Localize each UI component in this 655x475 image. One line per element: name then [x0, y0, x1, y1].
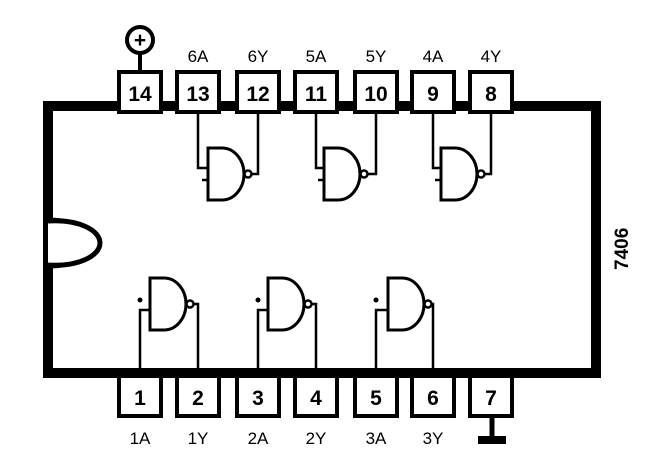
- bottom-pin-2: 2 1Y: [175, 374, 221, 448]
- pin-number: 13: [186, 83, 209, 106]
- top-pin-14: 14: [117, 70, 163, 114]
- pin-number: 9: [427, 83, 439, 106]
- pin-number: 6: [427, 387, 439, 410]
- pin-box: [117, 70, 163, 114]
- chip-body: [43, 101, 601, 378]
- nand-gate-icon: [255, 276, 318, 376]
- bottom-pin-4: 4 2Y: [293, 374, 339, 448]
- pin-number: 3: [252, 387, 264, 410]
- pin-number: 14: [128, 83, 152, 106]
- vcc-plus-icon: +: [125, 25, 155, 72]
- bottom-pin-3: 3 2A: [235, 374, 281, 448]
- pin-label: 1A: [130, 429, 151, 448]
- pin-number: 7: [485, 387, 497, 410]
- pin-number: 5: [370, 387, 382, 410]
- top-pin-12: 12 6Y: [235, 47, 281, 114]
- pin-box: [410, 374, 456, 418]
- svg-text:+: +: [134, 29, 146, 52]
- pin-number: 12: [246, 83, 269, 106]
- top-pin-11: 11 5A: [293, 47, 339, 114]
- pin-number: 2: [192, 387, 204, 410]
- pin-label: 2A: [248, 429, 269, 448]
- pin-number: 10: [364, 83, 387, 106]
- nand-gate-icon: [137, 276, 200, 376]
- pin-box: [175, 374, 221, 418]
- top-pin-13: 13 6A: [175, 47, 221, 114]
- top-pin-9: 9 4A: [410, 47, 456, 114]
- pin-label: 4A: [423, 47, 444, 66]
- pin-label: 6A: [188, 47, 209, 66]
- part-number: 7406: [612, 228, 633, 270]
- bottom-pin-6: 6 3Y: [410, 374, 456, 448]
- nand-gate-icon: [431, 112, 493, 202]
- nand-gate-icon: [314, 112, 378, 202]
- gate-group: [137, 112, 493, 376]
- ground-icon: [478, 418, 506, 444]
- pin-label: 3A: [366, 429, 387, 448]
- top-pin-row: 14 13 6A 12 6Y 11 5A 10 5Y 9 4A 8 4Y: [117, 47, 514, 114]
- pin-label: 5A: [306, 47, 327, 66]
- pin-label: 5Y: [366, 47, 387, 66]
- pin-number: 1: [134, 387, 146, 410]
- pin-label: 4Y: [481, 47, 502, 66]
- pin-label: 2Y: [306, 429, 327, 448]
- nand-gate-icon: [196, 112, 260, 202]
- bottom-pin-1: 1 1A: [117, 374, 163, 448]
- top-pin-10: 10 5Y: [353, 47, 399, 114]
- pin-box: [293, 374, 339, 418]
- pin-label: 1Y: [188, 429, 209, 448]
- bottom-pin-5: 5 3A: [353, 374, 399, 448]
- bottom-pin-7: 7: [468, 374, 514, 418]
- pin-box: [117, 374, 163, 418]
- pin-label: 6Y: [248, 47, 269, 66]
- package-notch-outline: [47, 218, 103, 268]
- pin-label: 3Y: [423, 429, 444, 448]
- pin-box: [468, 374, 514, 418]
- nand-gate-icon: [373, 276, 435, 376]
- pin-box: [353, 70, 399, 114]
- pin-number: 4: [310, 387, 322, 410]
- pin-number: 11: [305, 83, 328, 106]
- top-pin-8: 8 4Y: [468, 47, 514, 114]
- pin-number: 8: [485, 83, 497, 106]
- bottom-pin-row: 1 1A 2 1Y 3 2A 4 2Y 5 3A 6 3Y 7: [117, 374, 514, 448]
